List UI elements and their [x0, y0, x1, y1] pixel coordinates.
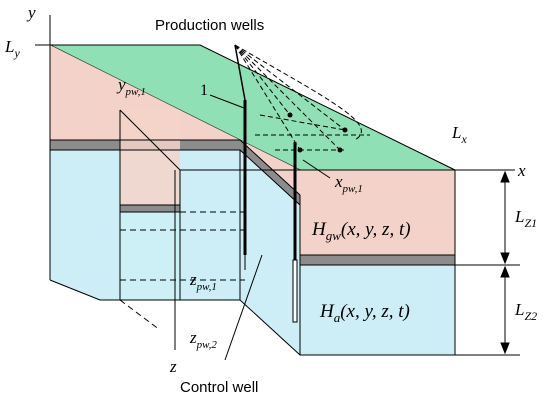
label-lz2: LZ2 — [514, 300, 537, 323]
cutaway-separator-face — [120, 205, 180, 212]
label-lx: Lx — [451, 123, 467, 146]
cutaway-lower-face — [120, 212, 180, 300]
production-wells-fan — [234, 44, 370, 151]
label-lz1: LZ1 — [514, 207, 537, 230]
dimension-markers — [455, 170, 520, 356]
label-axis-y: y — [26, 3, 36, 22]
label-axis-z: z — [169, 357, 177, 376]
cutaway-upper-face — [120, 110, 180, 205]
label-y-pw1: ypw,1 — [116, 75, 146, 98]
label-z-pw2: zpw,2 — [189, 328, 217, 351]
label-ly: Ly — [4, 37, 20, 60]
leader-lines — [209, 94, 331, 361]
label-h-gw: Hgw(x, y, z, t) — [311, 219, 411, 243]
label-well-number: 1 — [200, 82, 208, 99]
well-2 — [292, 142, 298, 323]
axes — [35, 15, 515, 350]
interior-guides — [119, 211, 250, 331]
label-axis-x: x — [517, 161, 526, 180]
label-control-well: Control well — [180, 379, 258, 396]
well-points — [287, 112, 348, 153]
label-z-pw1: zpw,1 — [189, 270, 217, 293]
label-production-wells: Production wells — [155, 17, 264, 34]
label-h-a: Ha(x, y, z, t) — [319, 301, 410, 325]
upper-layer-front — [50, 45, 455, 255]
label-x-pw1: xpw,1 — [334, 172, 363, 195]
